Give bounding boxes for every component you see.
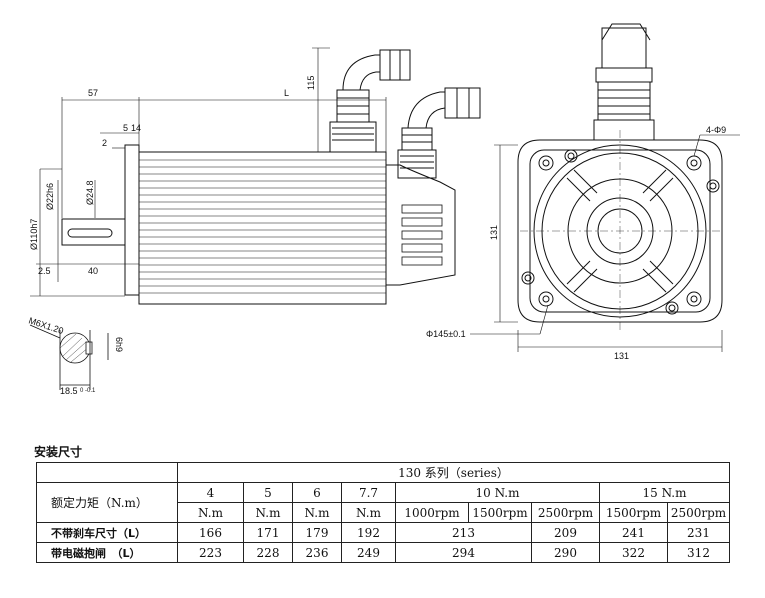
rpm-15-1500: 1500rpm [599,502,668,523]
power-connector [329,49,411,153]
table-cell: 228 [243,542,293,563]
rpm-15-2500: 2500rpm [667,502,730,523]
dim-depth: 18.5 [60,386,78,396]
unit-nm: N.m [177,502,244,523]
dim-flange-dia: Ø110h7 [29,219,39,250]
shaft-section-labels: M6X1.20 6h9 18.5 0 -0.1 [27,315,124,396]
unit-nm: N.m [243,502,293,523]
unit-nm: N.m [292,502,342,523]
table-cell: 312 [667,542,730,563]
side-view [61,49,481,305]
dim-57: 57 [88,88,98,98]
table-cell: 192 [341,522,396,543]
table-cell: 231 [667,522,730,543]
torque-7-7: 7.7 [341,482,396,503]
dim-115: 115 [306,76,316,90]
table-cell: 241 [599,522,668,543]
rpm-10-1000: 1000rpm [395,502,469,523]
dim-14: 14 [131,123,141,133]
table-cell: 322 [599,542,668,563]
table-row: 带电磁抱闸 （L） 223 228 236 249 294 290 322 31… [36,542,730,563]
table-title: 安装尺寸 [34,445,83,459]
front-view [517,23,723,330]
side-view-labels: 57 L 115 5 14 2 Ø22h6 Ø24.8 Ø110h7 2.5 4… [29,76,316,276]
dim-holes: 4-Φ9 [706,125,726,135]
torque-4: 4 [177,482,244,503]
encoder-connector [397,87,481,179]
table-row: N.m N.m N.m N.m 1000rpm 1500rpm 2500rpm … [37,502,730,523]
table-row: 额定力矩（N.m） 4 5 6 7.7 10 N.m 15 N.m [36,482,730,523]
table-cell: 223 [177,542,244,563]
dim-40: 40 [88,266,98,276]
rpm-10-1500: 1500rpm [468,502,532,523]
group-15nm: 15 N.m [599,482,730,503]
front-flange [517,139,723,323]
dim-2: 2 [102,138,107,148]
motor-technical-drawing: 57 L 115 5 14 2 Ø22h6 Ø24.8 Ø110h7 2.5 4… [27,23,740,396]
dim-131-vertical: 131 [489,225,499,240]
torque-label: 额定力矩（N.m） [36,482,178,523]
mounting-dimensions-table: 130 系列（series） 额定力矩（N.m） 4 5 6 7.7 10 N.… [36,462,730,563]
table-cell: 209 [531,522,600,543]
table-cell: 236 [292,542,342,563]
table-cell: 213 [395,522,532,543]
table-cell: 179 [292,522,342,543]
dim-2-5: 2.5 [38,266,51,276]
encoder-cover [385,164,456,286]
dim-pcd: Φ145±0.1 [426,329,466,339]
table-cell: 249 [341,542,396,563]
shaft-keyway [67,228,113,238]
dim-depth-tol: 0 -0.1 [80,388,96,394]
encoder-ribs [401,204,443,266]
flange [124,144,140,296]
dim-boss-dia: Ø24.8 [85,180,95,205]
table-cell: 294 [395,542,532,563]
table-corner [36,462,178,483]
bolt-holes [521,149,720,315]
torque-6: 6 [292,482,342,503]
front-view-labels: 4-Φ9 131 Φ145±0.1 131 [426,125,726,361]
row-brake-label: 带电磁抱闸 （L） [36,542,178,563]
table-cell: 290 [531,542,600,563]
rpm-10-2500: 2500rpm [531,502,600,523]
dim-5: 5 [123,123,128,133]
series-header: 130 系列（series） [177,462,730,483]
unit-nm: N.m [341,502,396,523]
table-cell: 166 [177,522,244,543]
row-no-brake-label: 不带刹车尺寸（L） [36,522,178,543]
dim-thread: M6X1.20 [27,315,64,336]
front-view-dimensions [470,134,740,352]
torque-5: 5 [243,482,293,503]
body-fins [139,159,386,294]
table-cell: 171 [243,522,293,543]
motor-body [138,151,387,305]
dim-key: 6h9 [114,337,124,352]
dim-l: L [284,88,289,98]
table-row: 130 系列（series） [36,462,730,483]
dim-131-horizontal: 131 [614,351,629,361]
dim-shaft-dia: Ø22h6 [45,183,55,210]
side-view-dimensions [30,47,387,297]
table-row: 不带刹车尺寸（L） 166 171 179 192 213 209 241 23… [36,522,730,543]
shaft-section-view [29,324,109,390]
shaft [61,218,126,246]
group-10nm: 10 N.m [395,482,600,503]
